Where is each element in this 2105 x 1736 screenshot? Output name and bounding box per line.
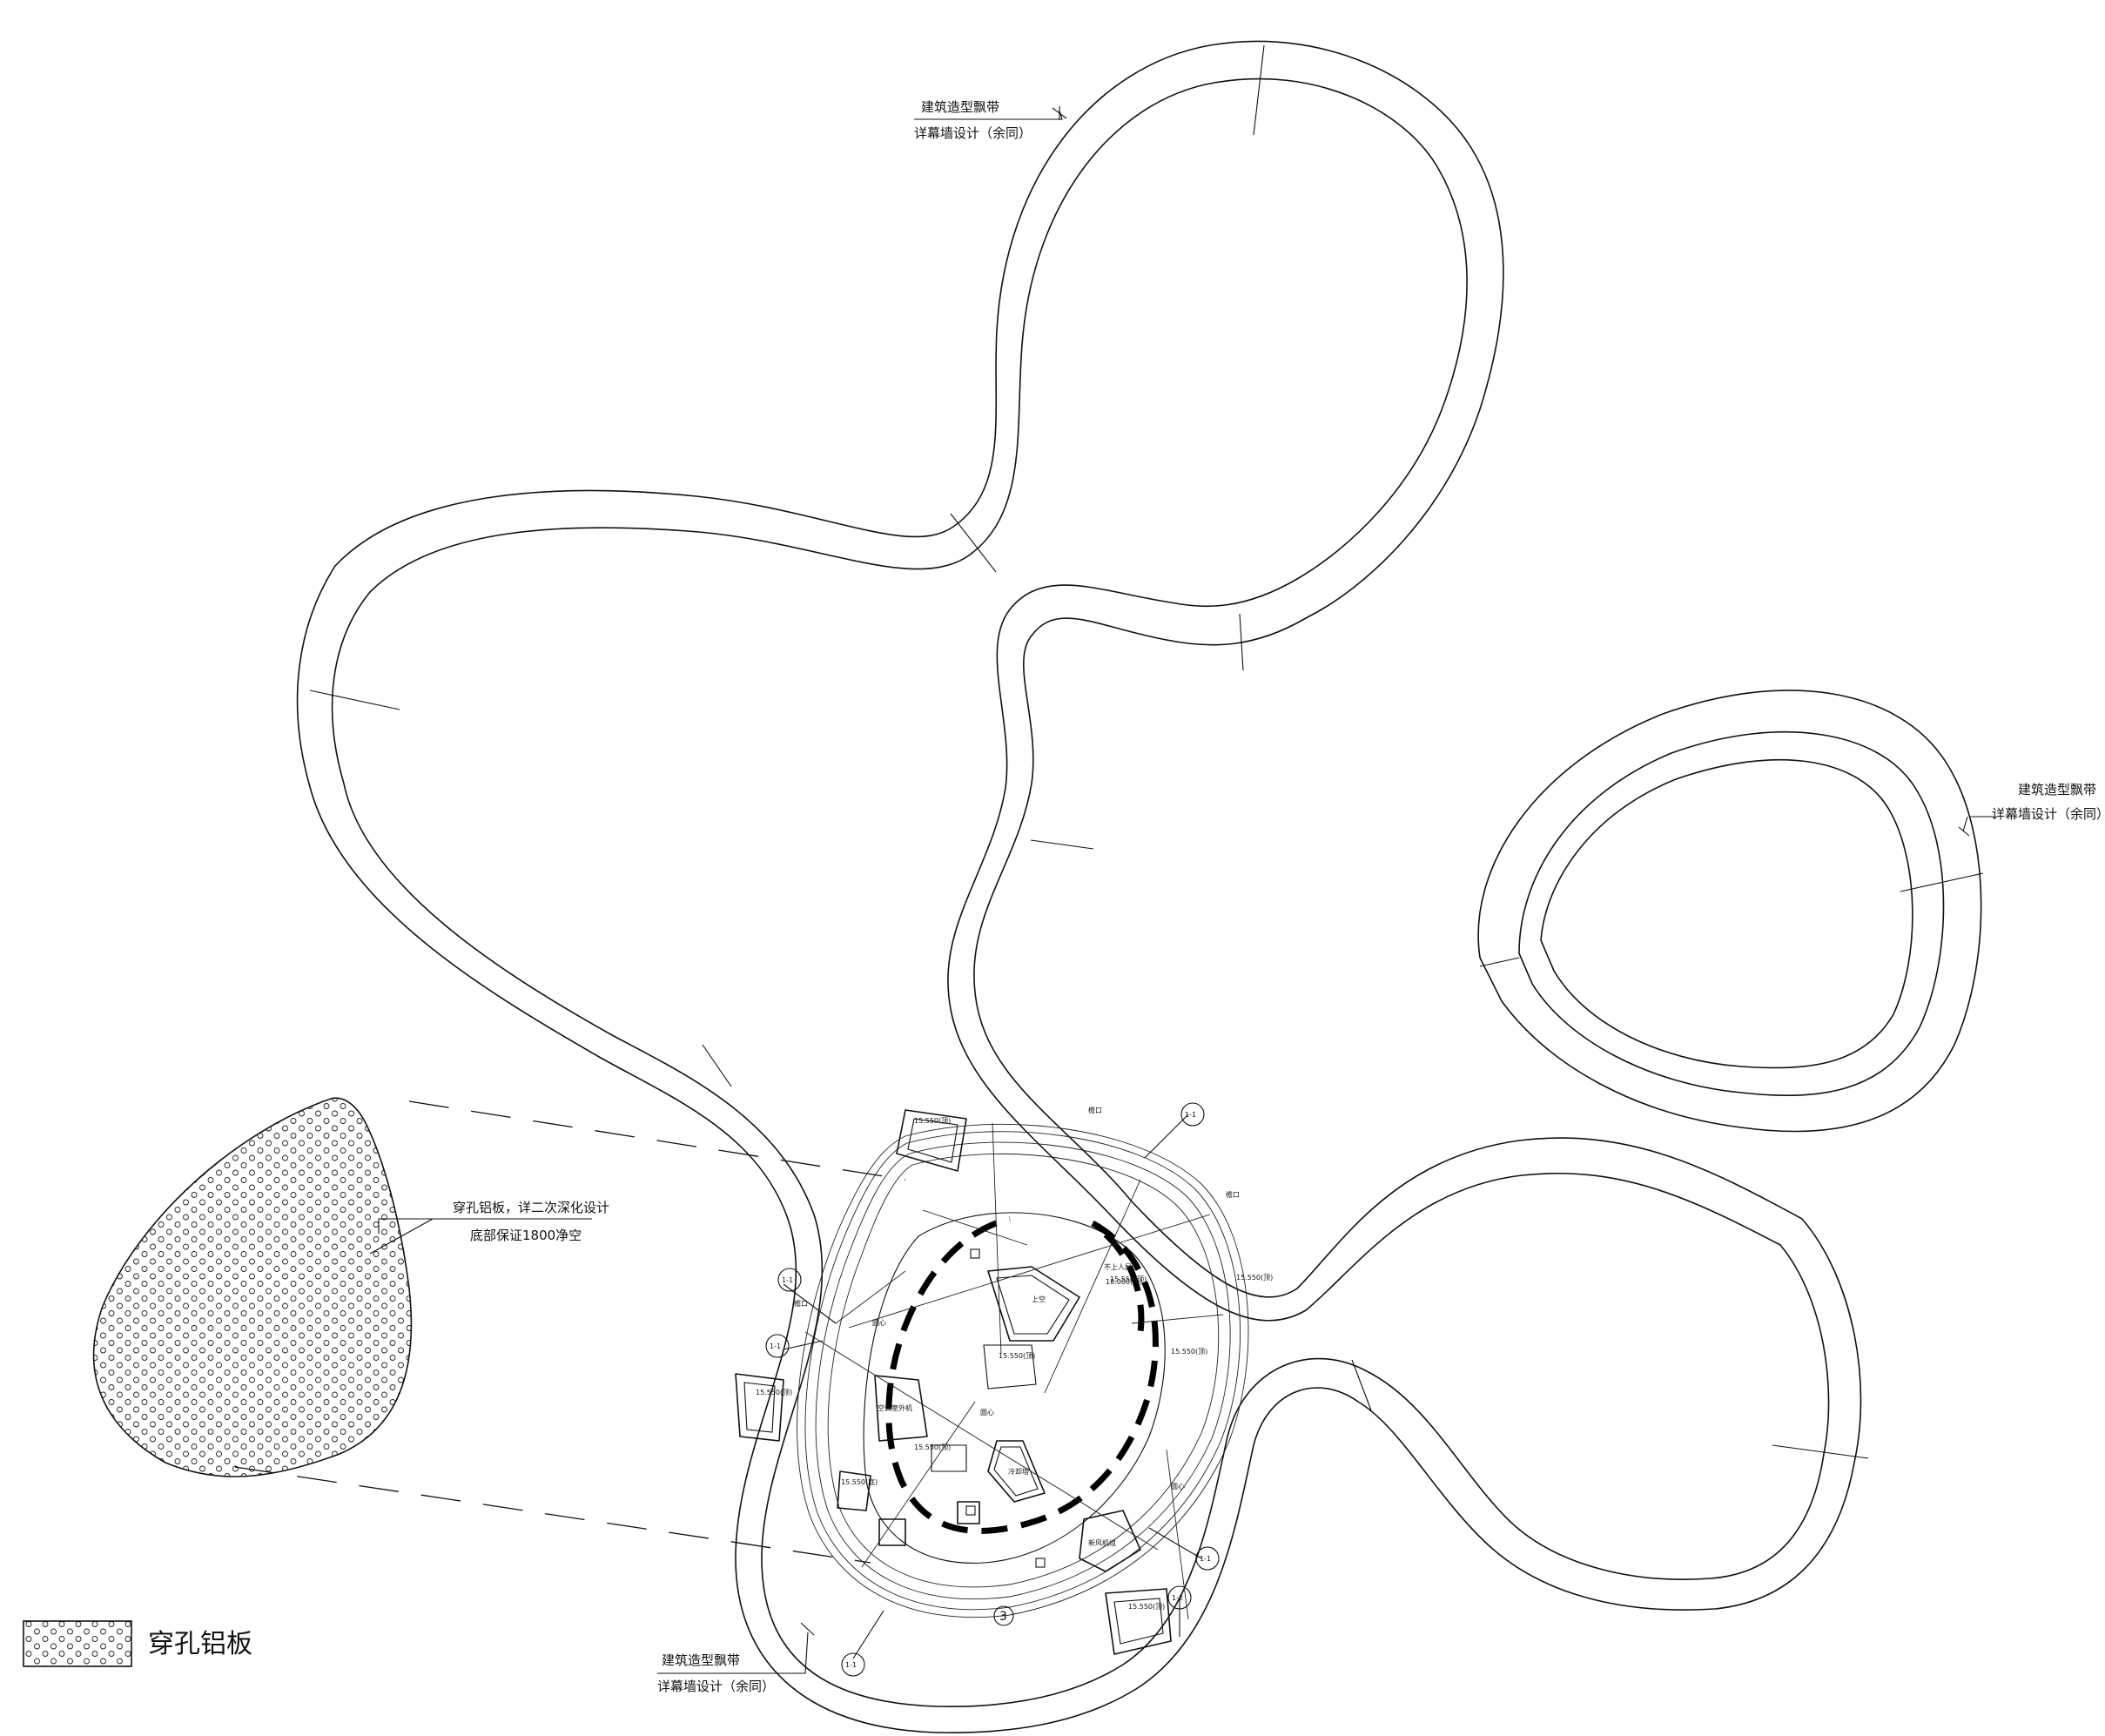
ribbon-bottom-note-line2: 详幕墙设计（余同）	[657, 1679, 775, 1694]
svg-text:15.550(顶): 15.550(顶)	[1128, 1603, 1165, 1611]
svg-text:圆心: 圆心	[1171, 1483, 1185, 1490]
svg-text:3: 3	[999, 1610, 1007, 1624]
room-fresh-air	[1079, 1510, 1141, 1572]
room-cooling	[987, 1440, 1046, 1503]
svg-text:檐口: 檐口	[794, 1299, 808, 1308]
svg-text:18.000(顶): 18.000(顶)	[1106, 1278, 1142, 1286]
svg-text:15.550(底): 15.550(底)	[841, 1477, 878, 1486]
svg-text:15.550(顶): 15.550(顶)	[914, 1117, 951, 1125]
section-marks: 1-1 1-1 1-1 1-1 1-1 1-2 3	[765, 1102, 1220, 1677]
central-building	[735, 1109, 1249, 1659]
svg-text:15.550(顶): 15.550(顶)	[1171, 1348, 1207, 1356]
perforated-note-line1: 穿孔铝板，详二次深化设计	[453, 1200, 609, 1215]
perforated-panel-shape	[92, 1097, 413, 1477]
svg-text:檐口: 檐口	[1226, 1190, 1240, 1199]
ribbon-main	[296, 40, 1869, 1734]
svg-text:1-1: 1-1	[1185, 1111, 1196, 1119]
section-mark: 1-1	[777, 1268, 802, 1292]
svg-text:15.550(顶): 15.550(顶)	[756, 1389, 792, 1396]
svg-text:15.550(顶): 15.550(顶)	[999, 1352, 1035, 1360]
section-mark: 1-1	[841, 1652, 865, 1677]
room-up-void	[987, 1266, 1080, 1342]
svg-text:空调室外机: 空调室外机	[878, 1403, 912, 1412]
room-ac	[874, 1375, 928, 1442]
legend-label: 穿孔铝板	[148, 1629, 252, 1659]
svg-text:1-1: 1-1	[770, 1342, 781, 1350]
ribbon-top-note-line2: 详幕墙设计（余同）	[914, 125, 1032, 141]
plan-labels: 15.550(顶) 15.550(顶) 15.550(顶) 15.550(顶) …	[756, 1106, 1273, 1611]
section-mark: 1-2	[1167, 1585, 1192, 1610]
ribbon-right-note-line1: 建筑造型飘带	[2018, 782, 2096, 797]
svg-text:1-2: 1-2	[1172, 1594, 1183, 1602]
legend-swatch	[23, 1620, 132, 1667]
leaders	[369, 106, 1994, 1674]
section-mark: 1-1	[765, 1334, 790, 1358]
ribbon-small-loop	[1477, 690, 1984, 1133]
ribbon-small-inner-edge	[1540, 758, 1913, 1069]
ribbon-top-note-line1: 建筑造型飘带	[921, 99, 999, 115]
ribbon-small-outer-edge	[1477, 690, 1982, 1133]
ribbon-bottom-note-line1: 建筑造型飘带	[662, 1652, 740, 1668]
ribbon-main-outer-edge	[296, 40, 1862, 1734]
ribbon-main-inner-edge	[331, 77, 1830, 1708]
svg-text:1-1: 1-1	[782, 1276, 793, 1284]
svg-text:15.550(顶): 15.550(顶)	[914, 1443, 951, 1451]
svg-text:15.550(顶): 15.550(顶)	[1110, 1275, 1147, 1283]
svg-text:不上人屋面: 不上人屋面	[1104, 1263, 1139, 1271]
svg-text:1-1: 1-1	[1200, 1555, 1211, 1563]
svg-text:圆心: 圆心	[872, 1319, 886, 1327]
section-mark: 1-1	[1195, 1546, 1220, 1571]
svg-text:新风机组: 新风机组	[1088, 1538, 1116, 1547]
ribbon-small-mid-edge	[1518, 730, 1945, 1097]
svg-text:冷却塔: 冷却塔	[1008, 1467, 1029, 1476]
svg-text:圆心: 圆心	[980, 1409, 994, 1416]
ribbon-right-note-line2: 详幕墙设计（余同）	[1992, 806, 2105, 822]
svg-text:1-1: 1-1	[845, 1661, 857, 1669]
legend: 穿孔铝板	[23, 1620, 252, 1667]
perforated-panel	[92, 1097, 906, 1564]
detail-mark: 3	[993, 1605, 1014, 1626]
svg-text:檐口: 檐口	[1088, 1106, 1102, 1114]
svg-text:15.550(顶): 15.550(顶)	[1236, 1274, 1273, 1282]
perforated-note-line2: 底部保证1800净空	[470, 1228, 582, 1243]
svg-text:上空: 上空	[1032, 1295, 1046, 1303]
section-mark: 1-1	[1180, 1102, 1205, 1127]
